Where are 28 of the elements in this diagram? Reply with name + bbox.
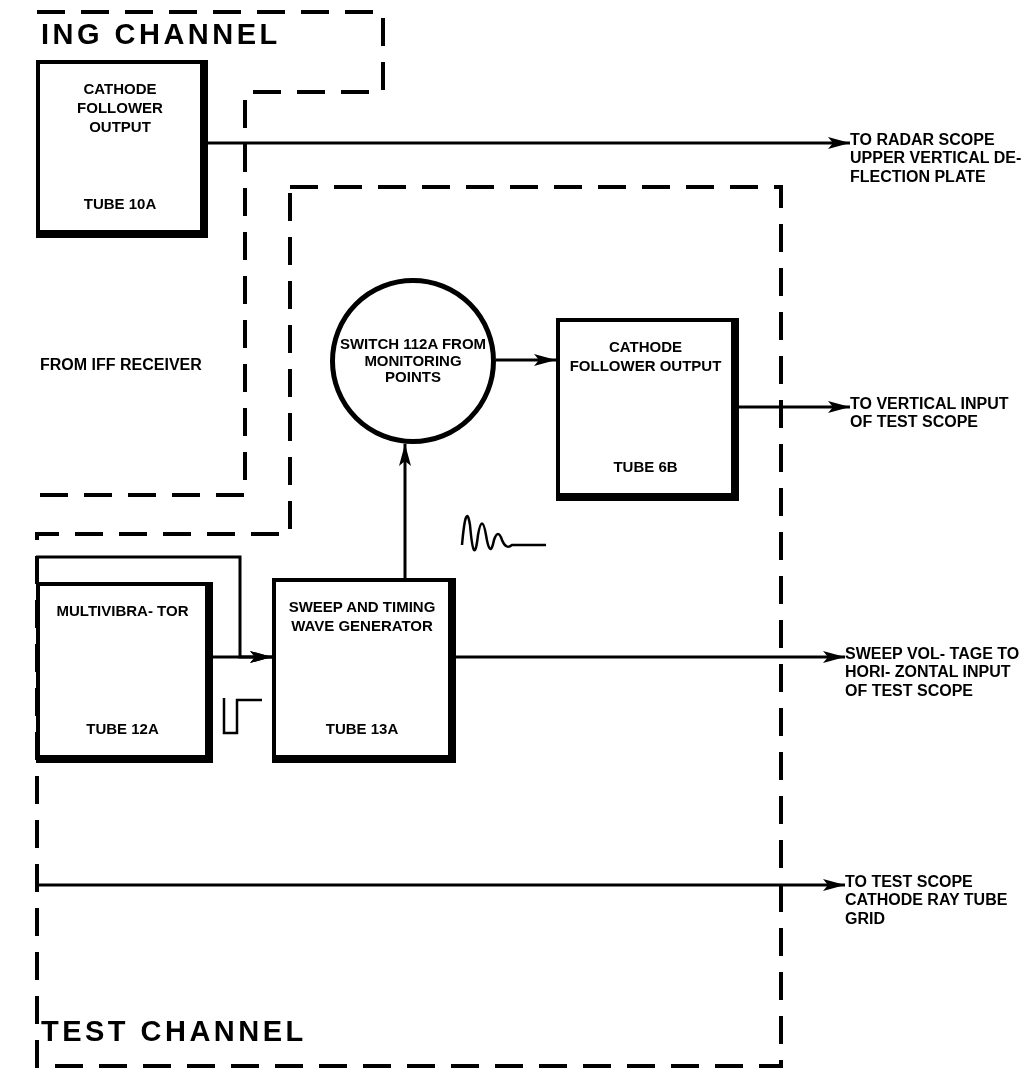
dashed-channel-region: [35, 185, 783, 1068]
block-title: CATHODE FOLLOWER OUTPUT: [568, 338, 723, 376]
channel-title: TEST CHANNEL: [41, 1017, 307, 1046]
tube-number: TUBE 12A: [86, 720, 159, 739]
signal-arrow: [496, 354, 556, 366]
output-label: TO RADAR SCOPE UPPER VERTICAL DE- FLECTION PLATE: [850, 131, 1022, 231]
tube-block: [36, 582, 213, 763]
input-source-label: FROM IFF RECEIVER: [40, 356, 203, 375]
signal-arrow: [739, 401, 850, 413]
switch-label: SWITCH 112A FROM MONITORING POINTS: [338, 336, 488, 386]
block-title: SWEEP AND TIMING WAVE GENERATOR: [287, 598, 437, 636]
signal-arrow: [36, 879, 845, 891]
tube-block: [272, 578, 456, 763]
signal-arrow: [399, 444, 411, 578]
output-label: TO VERTICAL INPUT OF TEST SCOPE: [850, 395, 1022, 465]
tube-block: [556, 318, 739, 501]
tube-number: TUBE 13A: [325, 720, 399, 739]
tube-number: TUBE 10A: [83, 195, 157, 214]
block-title: CATHODE FOLLOWER OUTPUT: [76, 80, 164, 137]
signal-arrow: [208, 137, 850, 149]
signal-arrow: [36, 555, 272, 663]
block-title: MULTIVIBRA- TOR: [56, 602, 189, 621]
output-label: TO TEST SCOPE CATHODE RAY TUBE GRID: [845, 873, 1022, 948]
channel-title: ING CHANNEL: [41, 20, 281, 49]
tube-block: [36, 60, 208, 238]
output-label: SWEEP VOL- TAGE TO HORI- ZONTAL INPUT OF TEST SCOPE: [845, 645, 1022, 750]
signal-arrow: [456, 651, 845, 663]
tube-number: TUBE 6B: [613, 458, 678, 477]
